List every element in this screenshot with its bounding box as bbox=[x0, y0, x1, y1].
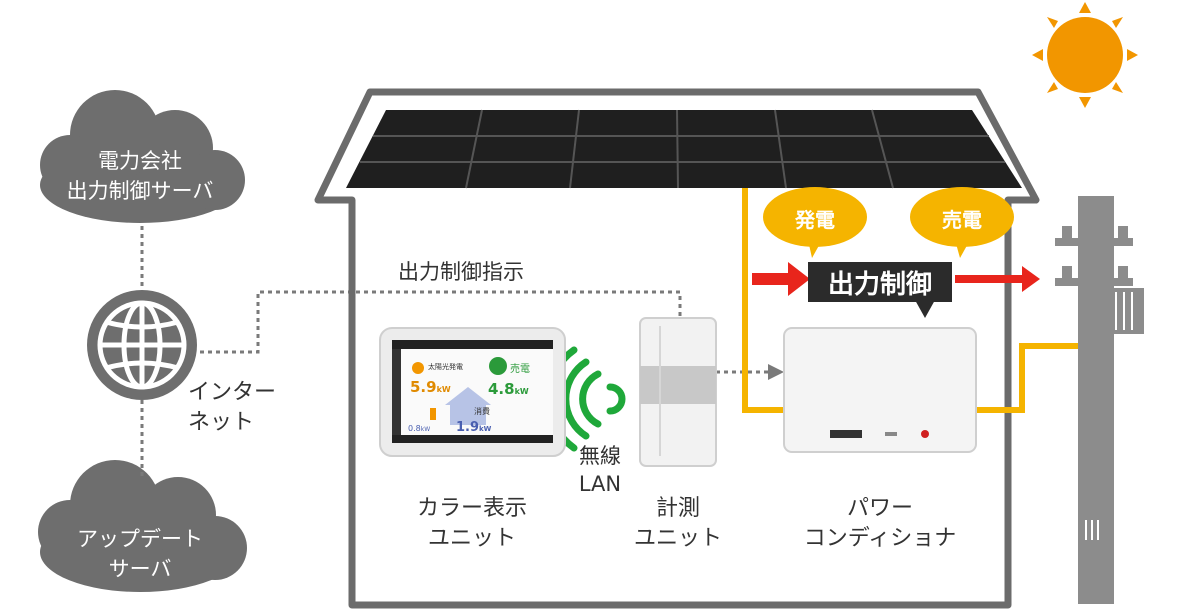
screen-consumption-value: 1.9kW bbox=[456, 420, 491, 435]
screen-consumption-number: 1.9 bbox=[456, 420, 480, 435]
generation-bubble-label: 発電 bbox=[795, 208, 835, 232]
screen-generation-unit: kW bbox=[436, 385, 451, 394]
screen-selling-label: 売電 bbox=[510, 364, 530, 375]
cloud-power-company-line1: 電力会社 bbox=[98, 149, 182, 173]
selling-bubble bbox=[910, 187, 1014, 258]
screen-selling-unit: kW bbox=[514, 387, 529, 396]
screen-small-number: 0.8 bbox=[408, 424, 421, 433]
internet-label: インター ネット bbox=[188, 378, 276, 437]
cloud-update-server-line1: アップデート bbox=[77, 527, 203, 551]
screen-sun-icon bbox=[412, 362, 424, 374]
house-outline bbox=[314, 88, 1040, 609]
cloud-power-company-icon bbox=[40, 90, 245, 223]
sun-icon bbox=[1032, 2, 1138, 108]
measurement-unit-device bbox=[639, 317, 717, 467]
solar-panel-array bbox=[346, 109, 1022, 189]
measurement-label-line2: ユニット bbox=[633, 525, 722, 551]
screen-small-value: 0.8kW bbox=[408, 424, 430, 433]
lan-arrowhead bbox=[768, 364, 784, 380]
power-conditioner-label-line2: コンディショナ bbox=[803, 525, 957, 551]
control-instruction-label: 出力制御指示 bbox=[398, 260, 524, 284]
color-display-label-line2: ユニット bbox=[427, 525, 516, 551]
screen-generation-number: 5.9 bbox=[410, 378, 437, 396]
wireless-label-line2: LAN bbox=[578, 472, 622, 497]
screen-generation-label: 太陽光発電 bbox=[428, 363, 463, 371]
cloud-update-server-line2: サーバ bbox=[108, 557, 172, 582]
screen-consumption-label: 消費 bbox=[474, 407, 490, 416]
selling-bubble-label: 売電 bbox=[942, 208, 982, 232]
measurement-label: 計測 ユニット bbox=[618, 494, 738, 553]
power-conditioner-label-line1: パワー bbox=[846, 496, 913, 521]
wireless-label-line1: 無線 bbox=[579, 444, 621, 468]
cloud-update-server-label: アップデート サーバ bbox=[40, 524, 240, 585]
color-display-label-line1: カラー表示 bbox=[416, 496, 527, 521]
power-conditioner-label: パワー コンディショナ bbox=[790, 494, 970, 553]
red-arrow-in bbox=[752, 262, 810, 296]
screen-consumption-unit: kW bbox=[479, 425, 492, 433]
color-display-device bbox=[379, 327, 566, 457]
cloud-update-server-icon bbox=[38, 460, 247, 592]
generation-bubble bbox=[763, 187, 867, 258]
utility-pole-icon bbox=[1055, 196, 1144, 604]
power-conditioner-device bbox=[783, 327, 977, 453]
cloud-power-company-line2: 出力制御サーバ bbox=[66, 179, 214, 204]
screen-small-unit: kW bbox=[420, 426, 431, 433]
internet-label-line2: ネット bbox=[188, 409, 255, 435]
wireless-label: 無線 LAN bbox=[568, 442, 632, 499]
screen-generation-value: 5.9kW bbox=[410, 378, 451, 396]
output-control-label: 出力制御 bbox=[827, 270, 932, 300]
color-display-label: カラー表示 ユニット bbox=[392, 494, 552, 553]
power-wiring bbox=[742, 188, 1078, 413]
globe-icon bbox=[87, 290, 197, 400]
measurement-label-line1: 計測 bbox=[655, 496, 700, 521]
internet-label-line1: インター bbox=[188, 380, 277, 405]
screen-selling-value: 4.8kW bbox=[488, 380, 529, 398]
screen-selling-number: 4.8 bbox=[488, 380, 515, 398]
output-control-box bbox=[808, 262, 952, 318]
red-arrow-out bbox=[955, 266, 1040, 292]
cloud-power-company-label: 電力会社 出力制御サーバ bbox=[40, 146, 240, 207]
